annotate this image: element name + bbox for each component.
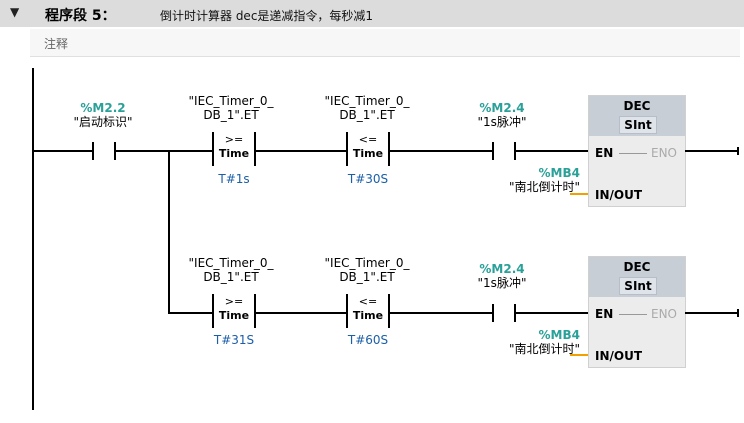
compare-ge-block[interactable]: >= Time xyxy=(212,132,256,166)
dec-operand-name: "南北倒计时" xyxy=(508,342,580,356)
compare-operator: >= xyxy=(224,133,244,146)
wire xyxy=(116,150,212,152)
contact-pulse-address[interactable]: %M2.4 xyxy=(479,262,525,276)
compare-ge-block[interactable]: >= Time xyxy=(212,294,256,328)
contact-pulse-label: %M2.4 "1s脉冲" xyxy=(452,101,552,129)
contact-start-address[interactable]: %M2.2 xyxy=(80,101,126,115)
dec-name: DEC xyxy=(623,99,651,113)
cmp2-operand[interactable]: "IEC_Timer_0_ DB_1".ET xyxy=(324,94,410,122)
dec-operand-address: %MB4 xyxy=(538,328,580,342)
wire xyxy=(390,312,492,314)
wire xyxy=(685,312,737,314)
rung-end-marker xyxy=(737,309,739,317)
wire xyxy=(516,312,589,314)
compare-type: Time xyxy=(352,147,384,160)
cmp1-operand[interactable]: "IEC_Timer_0_ DB_1".ET xyxy=(188,94,274,122)
contact-start-label: %M2.2 "启动标识" xyxy=(48,101,158,129)
comment-placeholder: 注释 xyxy=(44,37,69,51)
contact-pulse-name[interactable]: "1s脉冲" xyxy=(477,115,527,129)
wire xyxy=(168,312,212,314)
contact-pulse-label: %M2.4 "1s脉冲" xyxy=(452,262,552,290)
dec-type-selector[interactable]: SInt xyxy=(619,277,657,295)
no-contact-pulse[interactable] xyxy=(492,142,516,160)
eno-pin: ENO xyxy=(651,307,678,321)
contact-start-name[interactable]: "启动标识" xyxy=(73,115,133,129)
wire xyxy=(516,150,589,152)
dec-type-selector[interactable]: SInt xyxy=(619,116,657,134)
dec-block[interactable]: DEC SInt EN ENO IN/OUT xyxy=(588,95,686,207)
rung-end-marker xyxy=(737,147,739,155)
wire xyxy=(34,150,92,152)
compare-operator: >= xyxy=(224,295,244,308)
compare-type: Time xyxy=(218,309,250,322)
network-description[interactable]: 倒计时计算器 dec是递减指令，每秒减1 xyxy=(160,9,374,23)
en-pin: EN xyxy=(595,307,614,321)
dec-block[interactable]: DEC SInt EN ENO IN/OUT xyxy=(588,256,686,368)
eno-pin: ENO xyxy=(651,146,678,160)
inout-wire xyxy=(570,193,588,195)
cmp1-value[interactable]: T#31S xyxy=(213,333,255,347)
dec-operand-label[interactable]: %MB4 "南北倒计时" xyxy=(470,166,580,194)
en-pin: EN xyxy=(595,146,614,160)
inout-pin: IN/OUT xyxy=(595,349,643,363)
dec-operand-label[interactable]: %MB4 "南北倒计时" xyxy=(470,328,580,356)
network-title: 程序段 5： xyxy=(45,8,116,24)
collapse-arrow-icon[interactable]: ▼ xyxy=(10,5,20,19)
dec-operand-name: "南北倒计时" xyxy=(508,180,580,194)
wire xyxy=(256,150,346,152)
compare-le-block[interactable]: <= Time xyxy=(346,132,390,166)
cmp1-operand[interactable]: "IEC_Timer_0_ DB_1".ET xyxy=(188,256,274,284)
wire xyxy=(390,150,492,152)
branch-wire xyxy=(168,150,170,313)
wire xyxy=(256,312,346,314)
en-eno-line xyxy=(619,153,647,154)
compare-le-block[interactable]: <= Time xyxy=(346,294,390,328)
compare-operator: <= xyxy=(358,295,378,308)
no-contact-pulse[interactable] xyxy=(492,304,516,322)
inout-wire xyxy=(570,354,588,356)
cmp2-operand[interactable]: "IEC_Timer_0_ DB_1".ET xyxy=(324,256,410,284)
compare-type: Time xyxy=(352,309,384,322)
compare-operator: <= xyxy=(358,133,378,146)
contact-pulse-address[interactable]: %M2.4 xyxy=(479,101,525,115)
network-header: ▼ 程序段 5： 倒计时计算器 dec是递减指令，每秒减1 xyxy=(0,0,744,27)
comment-field[interactable]: 注释 xyxy=(30,29,740,57)
compare-type: Time xyxy=(218,147,250,160)
inout-pin: IN/OUT xyxy=(595,188,643,202)
dec-name: DEC xyxy=(623,260,651,274)
cmp2-value[interactable]: T#60S xyxy=(347,333,389,347)
dec-operand-address: %MB4 xyxy=(538,166,580,180)
power-rail xyxy=(32,68,34,410)
wire xyxy=(685,150,737,152)
cmp1-value[interactable]: T#1s xyxy=(218,172,250,186)
contact-pulse-name[interactable]: "1s脉冲" xyxy=(477,276,527,290)
cmp2-value[interactable]: T#30S xyxy=(347,172,389,186)
no-contact-start[interactable] xyxy=(92,142,116,160)
en-eno-line xyxy=(619,314,647,315)
